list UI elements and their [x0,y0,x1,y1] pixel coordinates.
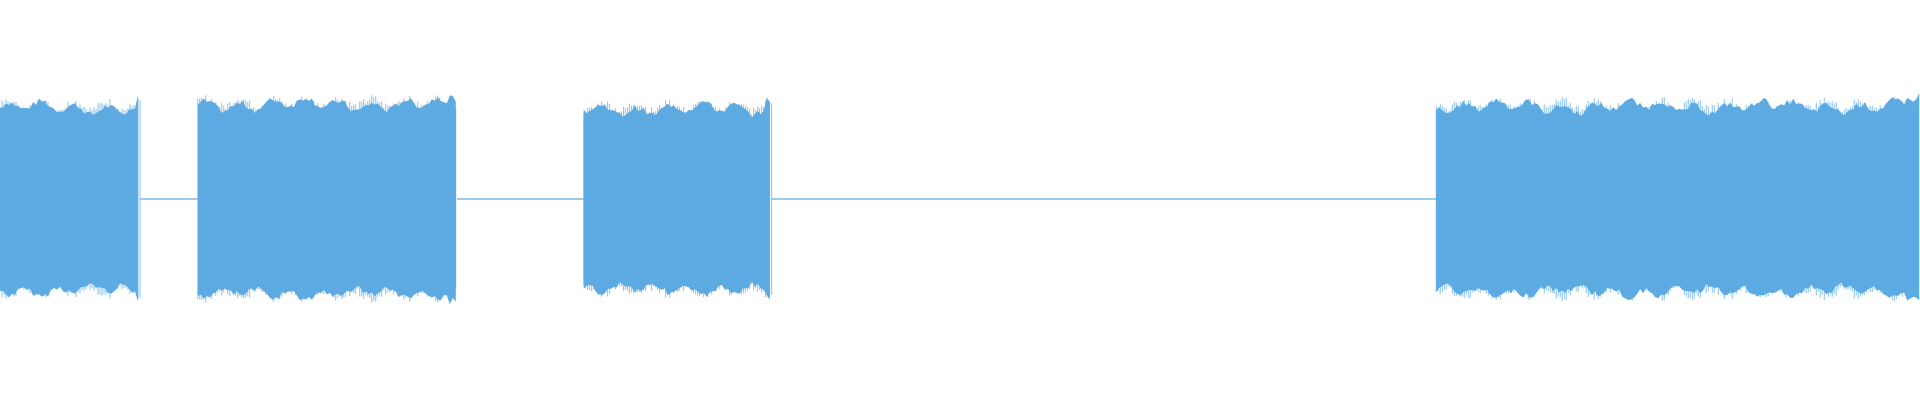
waveform-sound-block-4 [583,97,770,300]
waveform-texture-2 [197,95,457,303]
waveform-sound-block-6 [1436,93,1920,301]
waveform-texture-4 [583,100,773,298]
waveform-texture-6 [1435,96,1919,302]
waveform-sound-block-2 [197,95,456,305]
waveform-sound-block-0 [0,95,138,302]
waveform-texture-0 [0,99,141,299]
